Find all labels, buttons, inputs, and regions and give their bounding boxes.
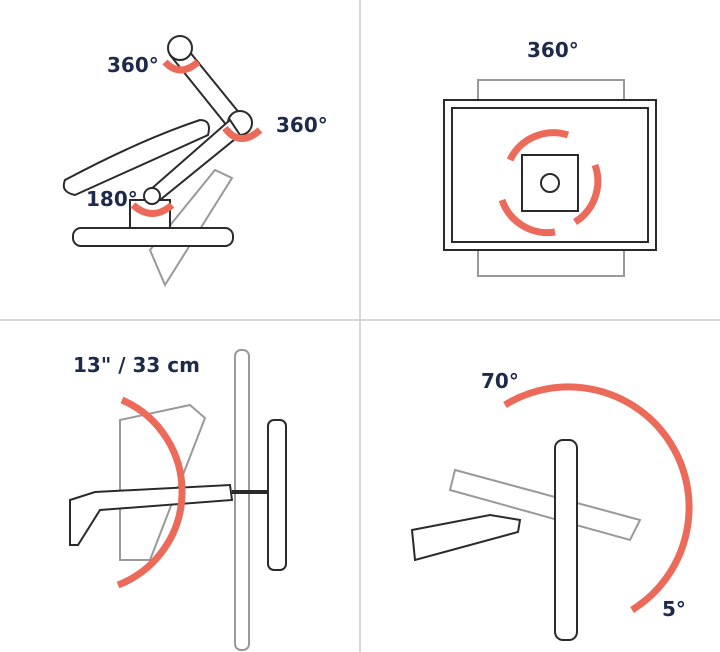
rotation-arrow-base (130, 202, 175, 217)
panel-height-adjustment: 13" / 33 cm (69, 349, 287, 651)
rotation-arrow-right (573, 163, 602, 225)
rotation-arrow-top (162, 59, 201, 74)
arm (410, 513, 522, 562)
rotation-arrow-elbow (222, 125, 263, 142)
mount-center (540, 173, 560, 193)
label-top-rotation: 360° (107, 53, 159, 77)
panel-screen-rotation: 360° (443, 38, 657, 277)
monitor-high-position (234, 349, 250, 651)
base-joint (143, 187, 161, 205)
label-elbow-rotation: 360° (276, 113, 328, 137)
desk-surface (72, 227, 234, 247)
arm-middle-position (69, 483, 234, 546)
label-screen-rotation: 360° (527, 38, 579, 62)
label-base-rotation: 180° (86, 187, 138, 211)
monitor-shape (62, 118, 210, 197)
monitor-upright (554, 439, 578, 641)
rotation-arrow-top (506, 129, 570, 162)
height-arrow (116, 396, 186, 589)
top-joint (167, 35, 193, 61)
monitor-tilted-ghost (448, 468, 642, 542)
panel-arm-rotation: 360° 360° 180° (62, 35, 328, 288)
label-tilt-back: 70° (481, 369, 519, 393)
panel-tilt: 70° 5° (410, 369, 693, 641)
monitor-middle-position (267, 419, 287, 571)
tilt-arrow (503, 383, 693, 613)
label-tilt-forward: 5° (662, 597, 686, 621)
label-height-range: 13" / 33 cm (73, 353, 200, 377)
rotation-arrow-left (498, 198, 556, 237)
